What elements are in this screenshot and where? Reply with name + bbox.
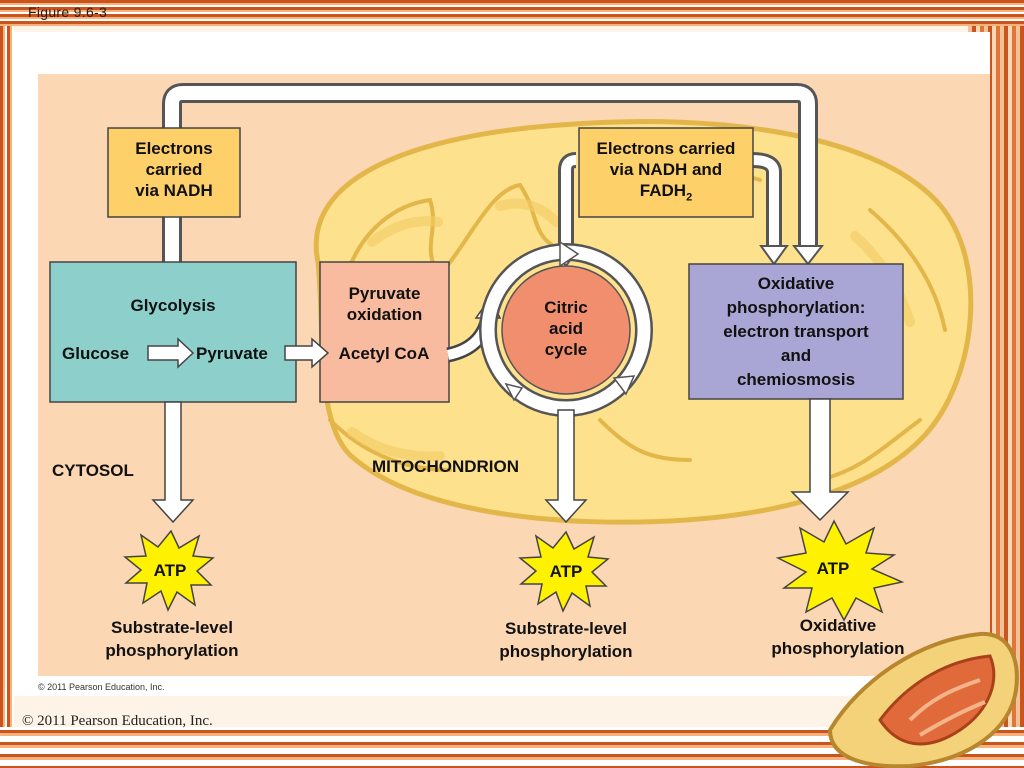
- ox-line4: and: [780, 346, 812, 365]
- caption-left-line1: Substrate-level: [111, 618, 233, 637]
- caption-right-line2: phosphorylation: [771, 639, 905, 658]
- electrons-nadh-fadh2-box: [578, 127, 754, 218]
- cytosol-label: CYTOSOL: [52, 461, 134, 480]
- caption-right: Oxidative phosphorylation: [746, 614, 930, 660]
- fadh-text: FADH: [639, 181, 687, 200]
- electrons-fadh2-line3: FADH2: [579, 180, 753, 208]
- pyruvate-oxidation-box: [319, 261, 450, 403]
- citric-acid-cycle: [479, 240, 653, 417]
- left-border-band: [0, 26, 14, 736]
- pyruvate-oxidation-line1: Pyruvate: [348, 284, 421, 303]
- electrons-nadh-line1: Electrons: [135, 139, 213, 158]
- ox-line5: chemiosmosis: [736, 370, 856, 389]
- cycle-line1: Citric: [544, 298, 588, 317]
- glucose-label: Glucose: [62, 344, 130, 363]
- cycle-line3: cycle: [544, 340, 588, 359]
- caption-left: Substrate-level phosphorylation: [82, 616, 262, 662]
- top-border-stripe: [0, 0, 1024, 26]
- pyruvate-oxidation-label: Pyruvate oxidation: [320, 283, 449, 325]
- ox-line2: phosphorylation:: [726, 298, 866, 317]
- atp-burst-right: [775, 519, 905, 622]
- electrons-nadh-fadh2-label: Electrons carried via NADH and FADH2: [579, 138, 753, 208]
- pyruvate-to-acetyl-arrow: [284, 337, 330, 369]
- electrons-nadh-box: [107, 127, 241, 218]
- atp-down-arrows: [151, 398, 850, 524]
- oxidative-phosphorylation-box: [688, 263, 904, 400]
- atp-label-right: ATP: [816, 559, 850, 578]
- caption-middle-line2: phosphorylation: [499, 642, 633, 661]
- glycolysis-box: [49, 261, 297, 403]
- acetyl-coa-label: Acetyl CoA: [338, 344, 430, 363]
- atp-label-middle: ATP: [549, 562, 583, 581]
- atp-label-left: ATP: [153, 561, 187, 580]
- copyright-small: © 2011 Pearson Education, Inc.: [38, 682, 165, 692]
- atp-burst-middle: [518, 530, 610, 613]
- cycle-line2: acid: [548, 319, 584, 338]
- electrons-nadh-label: Electrons carried via NADH: [108, 138, 240, 201]
- figure-label: Figure 9.6-3: [28, 4, 108, 20]
- electron-flow-top-arrow: [162, 83, 825, 266]
- citric-acid-cycle-label: Citric acid cycle: [516, 297, 616, 360]
- fadh-subscript: 2: [686, 191, 693, 204]
- electrons-fadh2-line2: via NADH and: [609, 160, 723, 179]
- mitochondrion-decoration-image: [827, 631, 1019, 768]
- copyright-bottom: © 2011 Pearson Education, Inc.: [22, 713, 213, 729]
- caption-middle: Substrate-level phosphorylation: [476, 617, 656, 663]
- pyruvate-label: Pyruvate: [196, 344, 268, 363]
- pyruvate-oxidation-line2: oxidation: [346, 305, 423, 324]
- atp-burst-left: [123, 529, 215, 612]
- caption-right-line1: Oxidative: [799, 616, 877, 635]
- electrons-nadh-line3: via NADH: [135, 181, 213, 200]
- electrons-nadh-line2: carried: [145, 160, 203, 179]
- mitochondrion-label: MITOCHONDRION: [372, 457, 520, 476]
- oxidative-phosphorylation-label: Oxidative phosphorylation: electron tran…: [689, 272, 903, 392]
- electrons-fadh2-line1: Electrons carried: [596, 139, 736, 158]
- ox-line3: electron transport: [723, 322, 869, 341]
- glucose-to-pyruvate-arrow: [147, 337, 195, 369]
- caption-left-line2: phosphorylation: [105, 641, 239, 660]
- ox-line1: Oxidative: [757, 274, 835, 293]
- caption-middle-line1: Substrate-level: [505, 619, 627, 638]
- glycolysis-title: Glycolysis: [130, 296, 216, 315]
